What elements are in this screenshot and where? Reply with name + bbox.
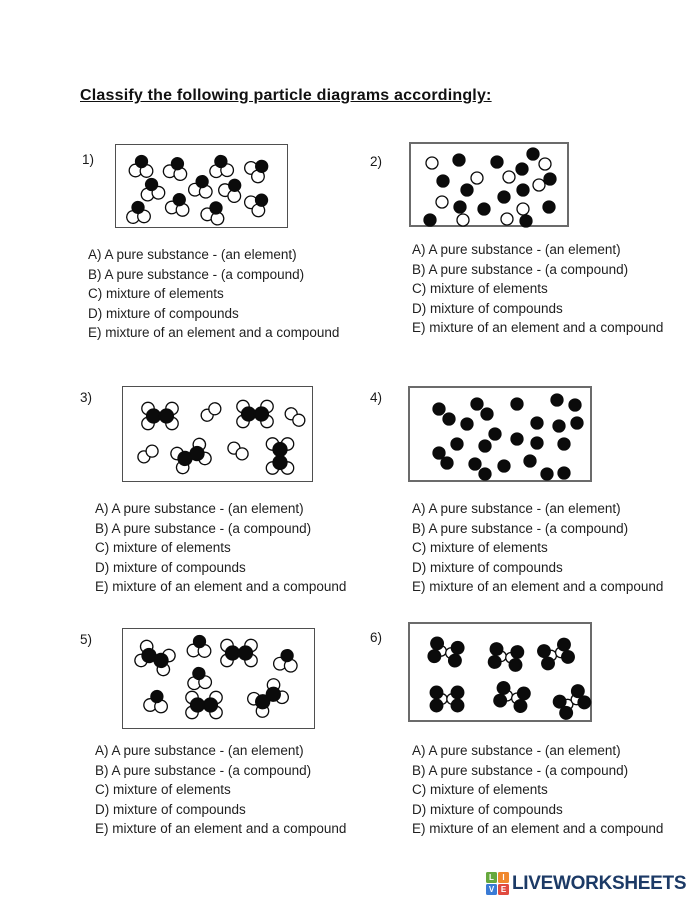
option-e[interactable]: E) mixture of an element and a compound	[88, 325, 340, 340]
option-a[interactable]: A) A pure substance - (an element)	[88, 247, 297, 262]
option-e[interactable]: E) mixture of an element and a compound	[412, 821, 664, 836]
question-6-number: 6)	[370, 630, 383, 645]
question-3-diagram-box	[122, 386, 313, 482]
option-e[interactable]: E) mixture of an element and a compound	[95, 579, 347, 594]
question-5-number: 5)	[80, 632, 93, 647]
option-a[interactable]: A) A pure substance - (an element)	[412, 743, 621, 758]
question-3-number: 3)	[80, 390, 93, 405]
option-e[interactable]: E) mixture of an element and a compound	[95, 821, 347, 836]
option-b[interactable]: B) A pure substance - (a compound)	[88, 266, 305, 282]
question-6-options: A) A pure substance - (an element) B) A …	[412, 741, 663, 839]
question-4-options: A) A pure substance - (an element) B) A …	[412, 499, 663, 597]
question-4-number: 4)	[370, 390, 383, 405]
option-c[interactable]: C) mixture of elements	[412, 281, 548, 296]
question-5-options: A) A pure substance - (an element) B) A …	[95, 741, 346, 839]
option-a[interactable]: A) A pure substance - (an element)	[412, 501, 621, 516]
option-c[interactable]: C) mixture of elements	[88, 286, 224, 301]
question-1-diagram-box	[115, 144, 288, 228]
option-d[interactable]: D) mixture of compounds	[412, 300, 563, 316]
liveworksheets-logo[interactable]: L I V E LIVEWORKSHEETS	[486, 872, 687, 895]
option-b[interactable]: B) A pure substance - (a compound)	[95, 520, 312, 536]
option-e[interactable]: E) mixture of an element and a compound	[412, 320, 664, 335]
option-b[interactable]: B) A pure substance - (a compound)	[95, 762, 312, 778]
option-d[interactable]: D) mixture of compounds	[412, 559, 563, 575]
option-c[interactable]: C) mixture of elements	[95, 782, 231, 797]
option-c[interactable]: C) mixture of elements	[95, 540, 231, 555]
particle-diagram-2	[423, 147, 557, 228]
particle-diagram-6	[427, 636, 592, 720]
logo-square-i: I	[498, 872, 509, 883]
option-a[interactable]: A) A pure substance - (an element)	[95, 743, 304, 758]
question-3-options: A) A pure substance - (an element) B) A …	[95, 499, 346, 597]
question-2-options: A) A pure substance - (an element) B) A …	[412, 240, 663, 338]
particle-diagram-1	[126, 154, 269, 226]
logo-square-v: V	[486, 884, 497, 895]
question-5-diagram-box	[122, 628, 315, 729]
logo-square-e: E	[498, 884, 509, 895]
option-c[interactable]: C) mixture of elements	[412, 782, 548, 797]
logo-square-l: L	[486, 872, 497, 883]
option-b[interactable]: B) A pure substance - (a compound)	[412, 762, 629, 778]
particle-diagram-5	[134, 634, 298, 720]
option-a[interactable]: A) A pure substance - (an element)	[95, 501, 304, 516]
question-1-options: A) A pure substance - (an element) B) A …	[88, 245, 339, 343]
option-b[interactable]: B) A pure substance - (a compound)	[412, 520, 629, 536]
particle-diagram-3	[137, 399, 306, 475]
worksheet-title: Classify the following particle diagrams…	[80, 86, 492, 104]
liveworksheets-icon: L I V E	[486, 872, 509, 895]
particle-diagram-4	[432, 393, 584, 481]
option-d[interactable]: D) mixture of compounds	[95, 559, 246, 575]
question-2-diagram-box	[409, 142, 569, 228]
option-d[interactable]: D) mixture of compounds	[88, 305, 239, 321]
question-4-diagram-box	[408, 386, 592, 482]
liveworksheets-wordmark: LIVEWORKSHEETS	[512, 872, 687, 894]
option-c[interactable]: C) mixture of elements	[412, 540, 548, 555]
option-a[interactable]: A) A pure substance - (an element)	[412, 242, 621, 257]
option-e[interactable]: E) mixture of an element and a compound	[412, 579, 664, 594]
question-6-diagram-box	[408, 622, 592, 722]
question-1-number: 1)	[82, 152, 95, 167]
option-d[interactable]: D) mixture of compounds	[412, 801, 563, 817]
question-2-number: 2)	[370, 154, 383, 169]
option-b[interactable]: B) A pure substance - (a compound)	[412, 261, 629, 277]
option-d[interactable]: D) mixture of compounds	[95, 801, 246, 817]
